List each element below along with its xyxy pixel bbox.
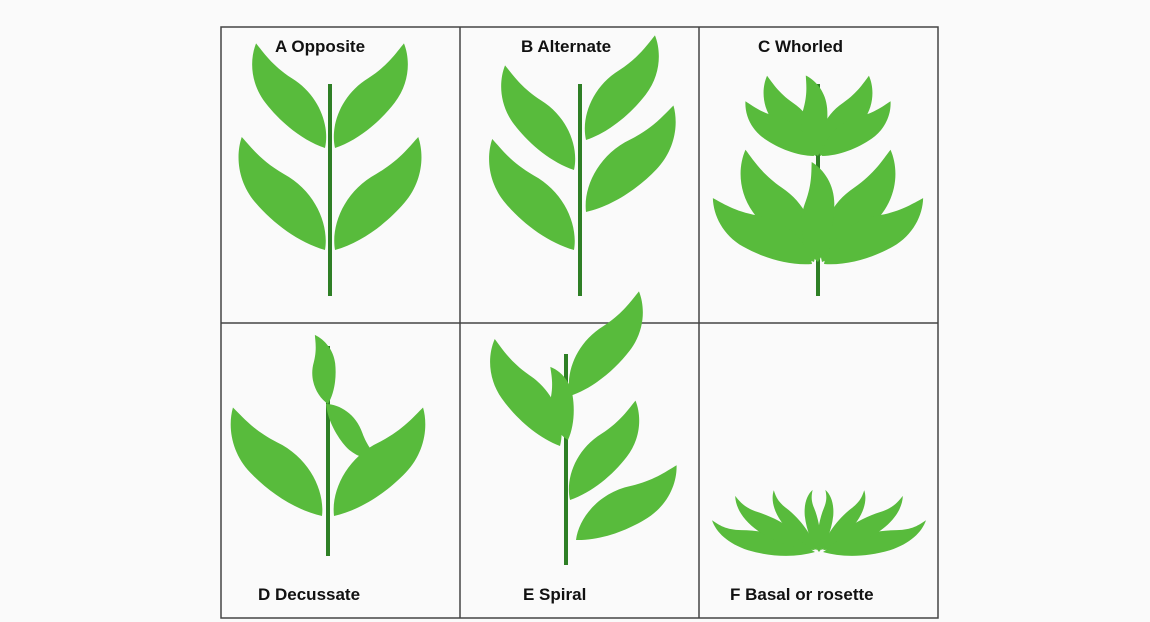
panel-label-basal-rosette: F Basal or rosette [730,585,874,604]
decussate-plant-illustration [207,335,449,556]
panel-whorled: C Whorled [708,37,928,296]
alternate-plant-illustration [464,35,699,296]
panel-opposite: A Opposite [213,37,448,296]
panel-label-opposite: A Opposite [275,37,365,56]
opposite-plant-illustration [213,43,448,296]
whorled-plant-illustration [708,75,928,296]
panel-decussate: D Decussate [207,335,449,604]
spiral-plant-illustration [464,291,685,565]
panel-label-decussate: D Decussate [258,585,360,604]
panel-spiral: E Spiral [464,291,685,604]
panel-basal-rosette: F Basal or rosette [708,490,929,604]
panel-label-alternate: B Alternate [521,37,611,56]
basal-rosette-plant-illustration [708,490,929,561]
panel-alternate: B Alternate [464,35,699,296]
panel-label-whorled: C Whorled [758,37,843,56]
panel-label-spiral: E Spiral [523,585,586,604]
